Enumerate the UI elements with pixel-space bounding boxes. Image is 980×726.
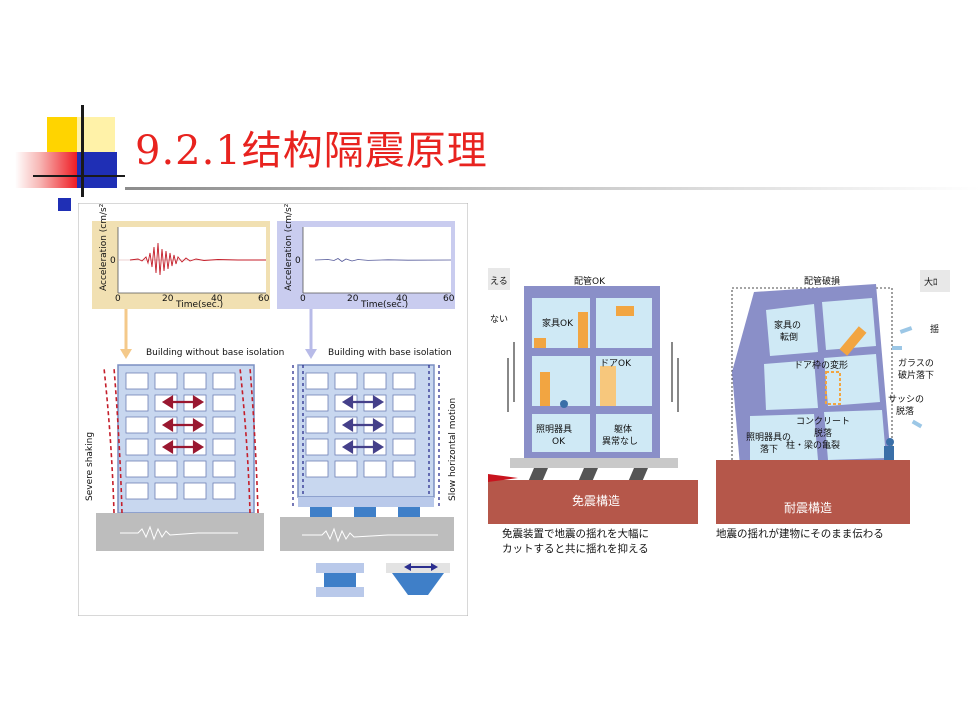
edge-label-top-right: 大ﾛ	[924, 276, 938, 288]
isolator-icons	[316, 563, 450, 597]
chart-without-isolation: 0 0 20 40 60 Time(sec.) Acceleration (cm…	[92, 200, 270, 310]
edge-label-top-left: える	[490, 276, 508, 287]
side-label-left: Severe shaking	[85, 432, 95, 501]
ylabel-right: Acceleration (cm/s²)	[284, 203, 294, 291]
base-isolation-diagram: 0 0 20 40 60 Time(sec.) Acceleration (cm…	[77, 200, 469, 617]
right-figure: える ない 配管OK 家具OK ドアOK 照明器具	[488, 262, 960, 562]
tick-x-0: 0	[115, 294, 121, 304]
xlabel-left: Time(sec.)	[175, 300, 223, 310]
lighting-fall-label-1: 照明器具の	[746, 432, 791, 443]
column-crack-label: 柱・梁の亀裂	[786, 439, 840, 451]
door-frame-label: ドア枠の変形	[794, 359, 848, 371]
menshin-ground-label: 免震構造	[572, 493, 620, 508]
menshin-caption-2: カットすると共に揺れを抑える	[502, 543, 649, 555]
concrete-label-1: コンクリート	[796, 416, 850, 427]
chart-with-isolation: 0 0 20 40 60 Time(sec.) Acceleration (cm…	[277, 200, 455, 310]
lighting-fall-label-2: 落下	[760, 443, 778, 455]
edge-label-mid-left: ない	[490, 314, 508, 325]
svg-text:0: 0	[110, 256, 116, 266]
sash-label-2: 脱落	[896, 405, 914, 417]
taishin-caption: 地震の揺れが建物にそのまま伝わる	[716, 528, 884, 540]
page-title: 9.2.1结构隔震原理	[135, 128, 488, 174]
piping-broken-label: 配管破損	[804, 275, 840, 287]
menshin-building: える ない 配管OK 家具OK ドアOK 照明器具	[488, 268, 698, 524]
concrete-label-2: 脱落	[814, 427, 832, 439]
tick-x-60: 60	[258, 294, 270, 304]
lighting-label-2: OK	[552, 437, 566, 447]
tick-x-60-r: 60	[443, 294, 455, 304]
taishin-ground-label: 耐震構造	[784, 501, 832, 515]
label-without-isolation: Building without base isolation	[146, 348, 284, 358]
body-label-2: 異常なし	[602, 435, 638, 447]
title-underline-icon	[125, 187, 980, 190]
tick-x-20: 20	[162, 294, 174, 304]
menshin-taishin-diagram: える ない 配管OK 家具OK ドアOK 照明器具	[488, 268, 950, 524]
tick-x-20-r: 20	[347, 294, 359, 304]
sash-label-1: サッシの	[888, 394, 924, 405]
furniture-fall-label-1: 家具の	[774, 319, 801, 331]
corner-squares-icon	[0, 0, 140, 230]
taishin-building: 配管破損 家具の 転倒 ドア枠の変形 コンクリート 脱落 柱・梁の亀裂 照明器具…	[716, 270, 950, 524]
tick-x-0-r: 0	[300, 294, 306, 304]
piping-ok-label: 配管OK	[574, 275, 606, 287]
left-figure: 0 0 20 40 60 Time(sec.) Acceleration (cm…	[77, 200, 469, 617]
furniture-fall-label-2: 転倒	[780, 331, 798, 343]
xlabel-right: Time(sec.)	[360, 300, 408, 310]
side-label-right: Slow horizontal motion	[448, 398, 458, 501]
glass-label-2: 破片落下	[898, 369, 934, 381]
ylabel-left: Acceleration (cm/s²)	[99, 203, 109, 291]
building-without-isolation: Severe shaking	[85, 364, 264, 551]
furniture-ok-label: 家具OK	[542, 317, 574, 329]
building-with-isolation: Slow horizontal motion	[280, 364, 458, 551]
glass-label-1: ガラスの	[898, 358, 934, 369]
menshin-caption-1: 免震装置で地震の揺れを大幅に	[502, 528, 649, 540]
lighting-label-1: 照明器具	[536, 424, 572, 435]
label-with-isolation: Building with base isolation	[328, 348, 452, 358]
tick-x-40-r: 40	[396, 294, 408, 304]
svg-text:0: 0	[295, 256, 301, 266]
edge-label-mid-right: 揺	[930, 323, 939, 335]
door-ok-label: ドアOK	[600, 359, 632, 369]
body-label-1: 躯体	[614, 423, 632, 435]
tick-x-40: 40	[211, 294, 223, 304]
